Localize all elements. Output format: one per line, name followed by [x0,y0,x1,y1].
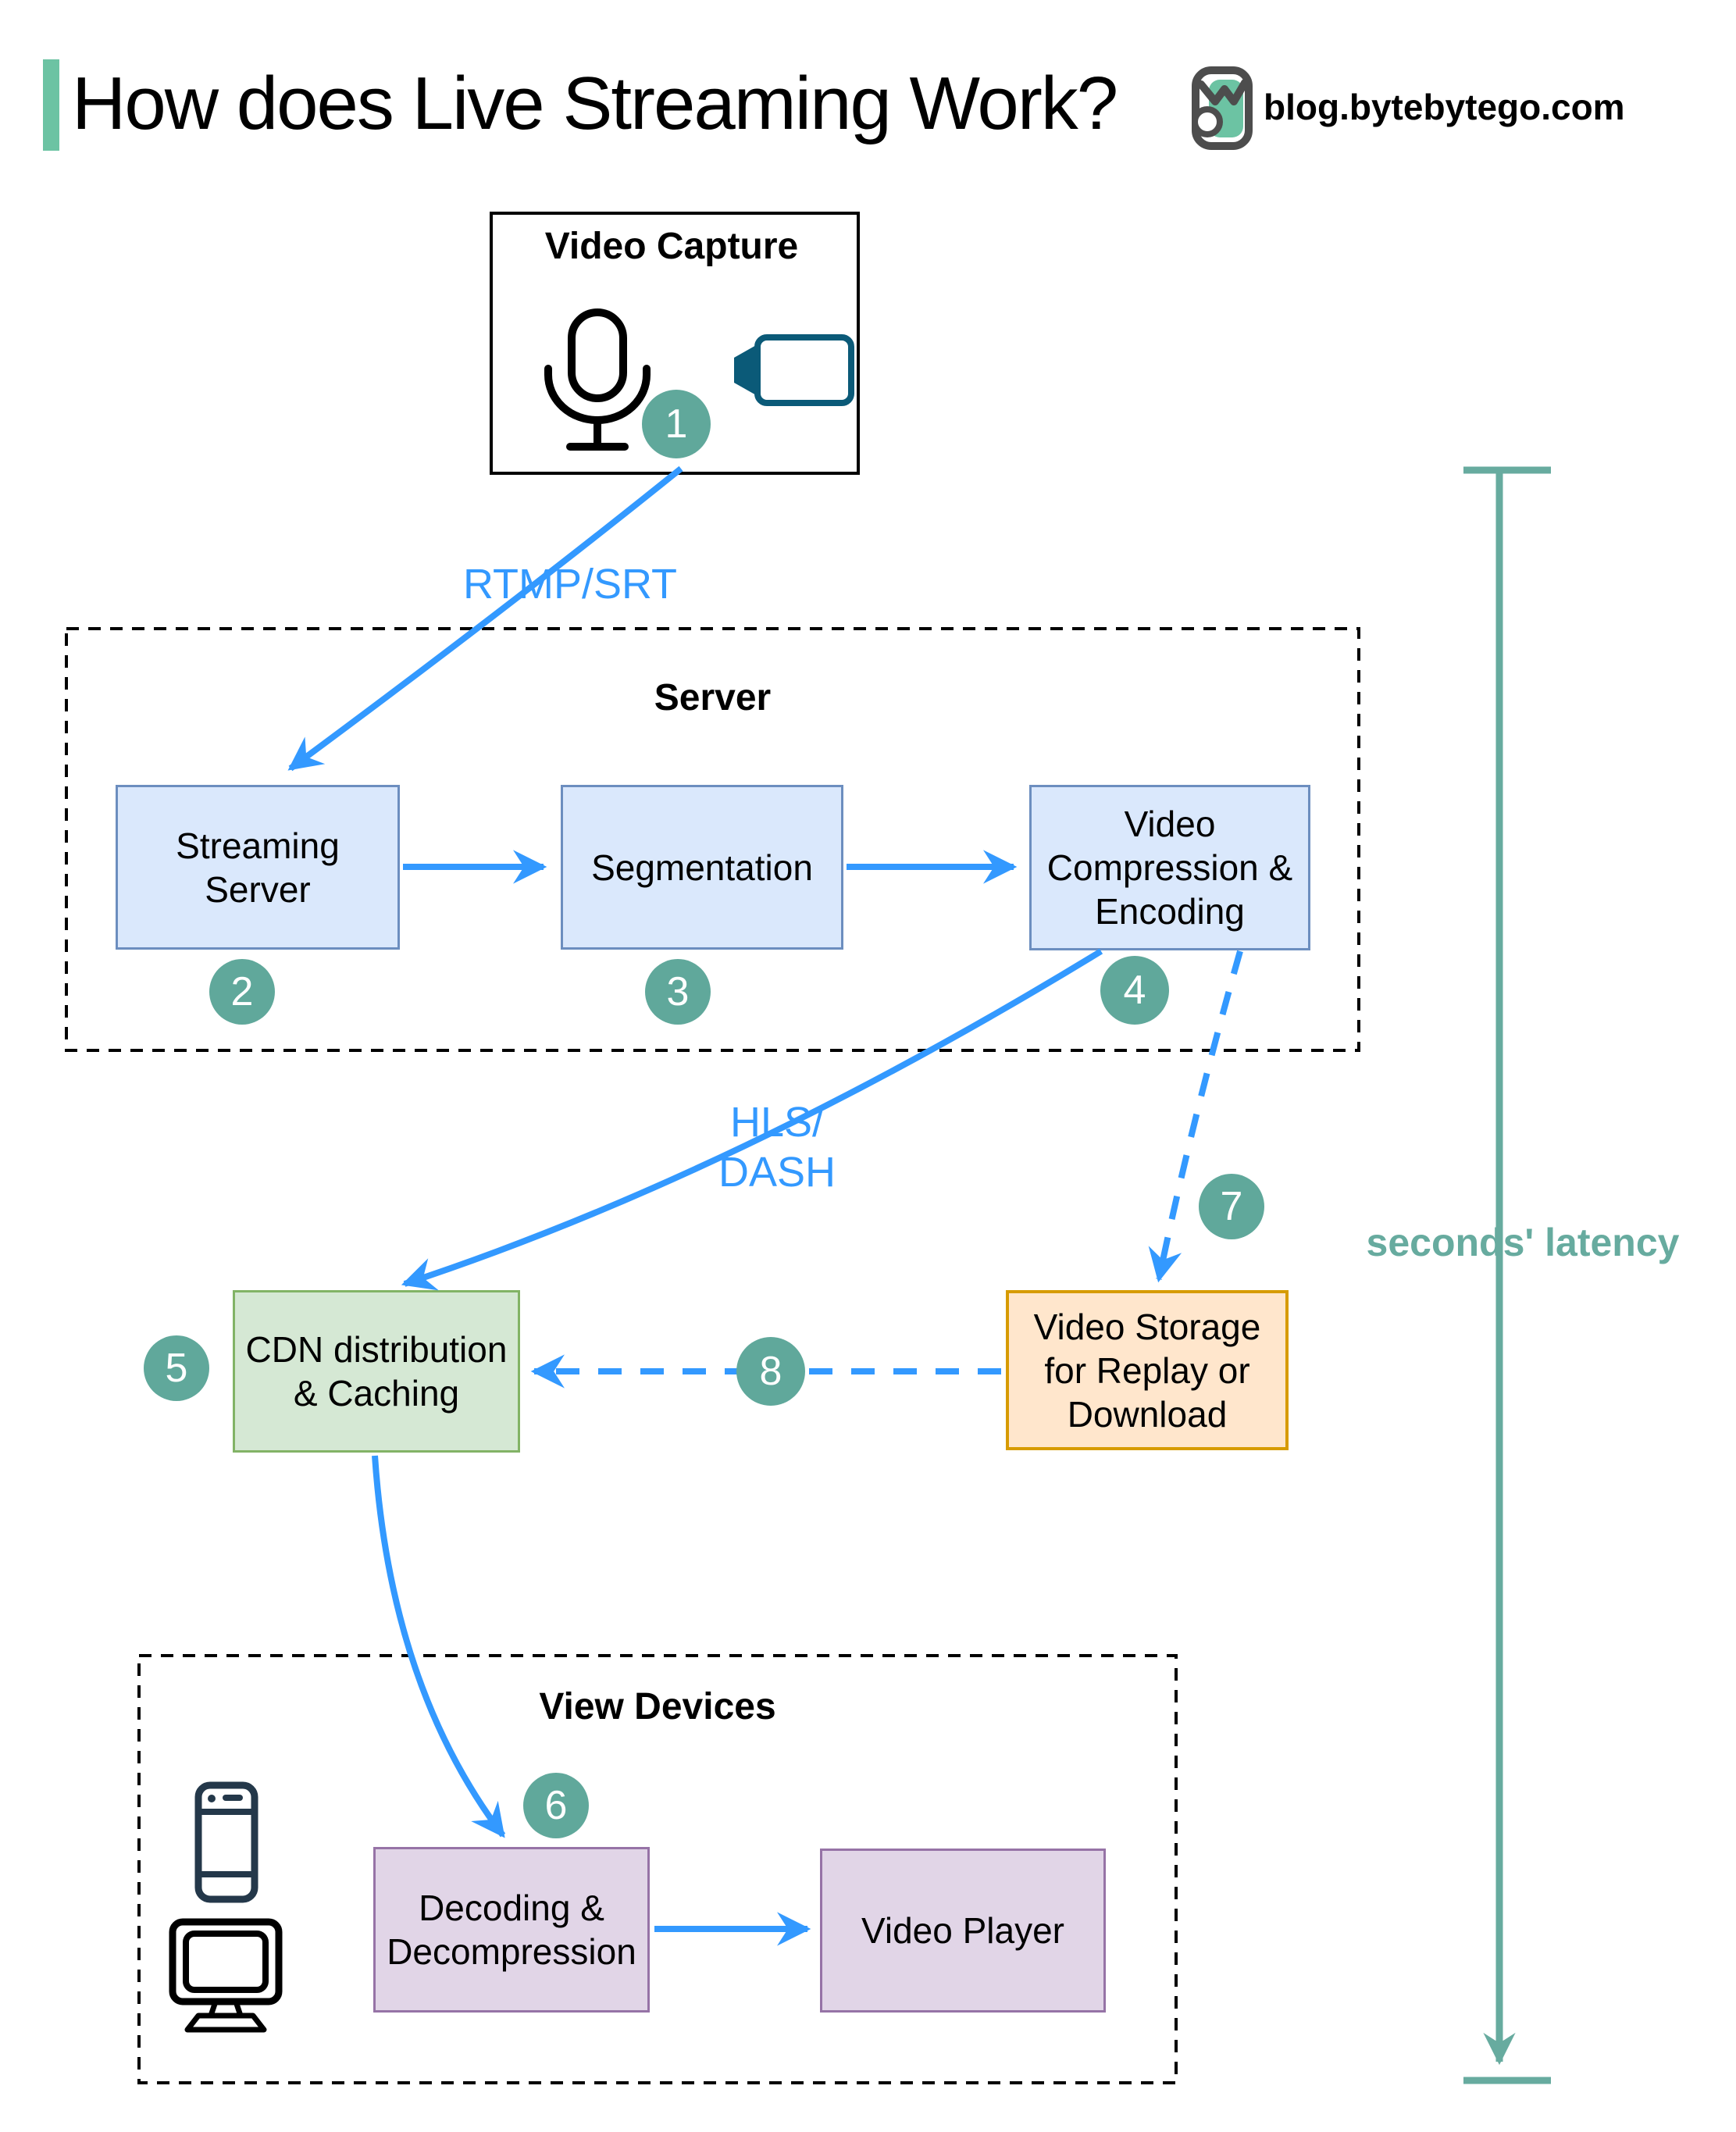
group-server-label: Server [654,677,772,718]
video-camera-icon [734,334,854,406]
step-badge-8: 8 [736,1337,805,1406]
site-url-text: blog.bytebytego.com [1264,87,1625,127]
group-view-devices-label: View Devices [539,1686,776,1727]
smartphone-icon [194,1781,258,1903]
monitor-icon [169,1918,283,2033]
label-hls-dash: HLS/ DASH [718,1099,836,1196]
step-badge-3: 3 [645,959,711,1025]
node-streaming-server: Streaming Server [116,785,400,950]
arrow-cdn-to-decoding [372,1455,506,1838]
label-rtmp-srt: RTMP/SRT [462,561,678,608]
step-badge-5: 5 [144,1335,209,1401]
node-decoding-decompression: Decoding & Decompression [373,1847,650,2013]
label-seconds-latency: seconds' latency [1366,1221,1680,1264]
step-badge-4: 4 [1100,956,1169,1025]
step-badge-2: 2 [209,959,275,1025]
arrow-capture-to-streaming [287,465,683,772]
node-cdn-distribution-caching: CDN distribution & Caching [233,1290,520,1453]
node-video-player: Video Player [820,1849,1106,2013]
node-video-compression-encoding: Video Compression & Encoding [1029,785,1310,950]
node-video-capture-label: Video Capture [544,226,799,267]
step-badge-1: 1 [642,390,711,458]
microphone-icon [544,308,651,451]
bytebytego-logo-icon [1192,66,1253,150]
step-badge-6: 6 [523,1773,589,1838]
step-badge-7: 7 [1199,1174,1264,1239]
page-title: How does Live Streaming Work? [72,62,1118,145]
title-accent-bar [43,59,59,151]
node-video-storage: Video Storage for Replay or Download [1006,1290,1289,1450]
node-segmentation: Segmentation [561,785,843,950]
